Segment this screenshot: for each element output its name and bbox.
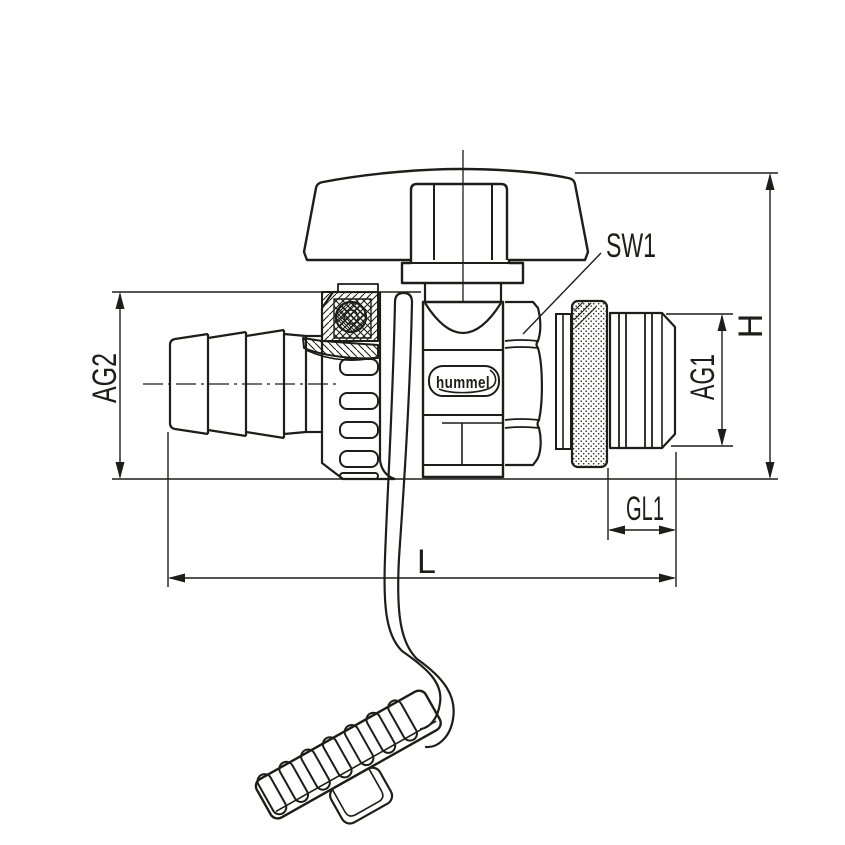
arrowhead-up <box>115 292 125 309</box>
grip-tab-inner <box>331 767 384 817</box>
knob-silhouette <box>302 167 590 285</box>
hose-barb <box>168 328 322 440</box>
seal-lip-curve <box>305 349 378 361</box>
logo-border <box>428 365 500 397</box>
hex-facet-line-1b <box>504 346 539 349</box>
grip-handle <box>254 689 442 825</box>
lever-right-edge <box>397 300 455 749</box>
dimensions <box>112 172 778 587</box>
ball-pocket-arc <box>424 302 502 334</box>
knob-hub <box>409 182 509 260</box>
lever-cap <box>393 291 414 304</box>
dim-h <box>575 172 778 479</box>
sw1-leader-line <box>522 252 602 335</box>
arrowhead-right <box>659 525 676 535</box>
label-l: L <box>417 543 436 581</box>
grip-rib <box>278 760 310 803</box>
hex-facet-line-2b <box>504 426 540 429</box>
hex-nut <box>504 300 543 467</box>
oring-section <box>334 300 368 334</box>
arrowhead-down <box>717 429 727 446</box>
nut-grip-slot <box>339 421 379 439</box>
seal-top-tab <box>337 283 379 293</box>
arrowhead-down <box>115 462 125 479</box>
grip-rib <box>300 748 331 791</box>
logo-swoosh <box>438 369 497 394</box>
arrowhead-left <box>168 573 185 583</box>
nut-grip-slot <box>339 472 379 480</box>
knurled-ring <box>570 299 609 469</box>
logo-text: hummel <box>436 373 490 392</box>
barb-bottom-edge <box>174 427 307 440</box>
barb-left-face <box>168 337 176 431</box>
grip-slab-inner-line <box>275 720 437 813</box>
label-sw1: SW1 <box>606 227 656 265</box>
arrowhead-down <box>765 462 775 479</box>
grip-tab <box>329 766 394 825</box>
arrowhead-up <box>717 314 727 331</box>
hex-facet-line-1a <box>504 339 539 342</box>
drain-lever <box>383 291 455 749</box>
collar <box>555 313 572 450</box>
grip-rib <box>343 723 375 767</box>
label-gl1: GL1 <box>626 490 664 528</box>
arrowhead-up <box>765 173 775 190</box>
dim-gl1 <box>607 452 677 587</box>
grip-rib <box>365 711 397 754</box>
dim-ag1 <box>666 313 733 447</box>
arrowhead-right <box>659 573 676 583</box>
grip-rib <box>387 699 418 742</box>
label-ag1: AG1 <box>684 354 722 400</box>
nut-grip-slot <box>339 358 379 376</box>
nut-grip-slot <box>339 392 379 410</box>
bonnet-neck <box>423 283 503 302</box>
hex-outline <box>505 300 543 467</box>
knurl-outline <box>570 299 609 469</box>
dim-ag2 <box>112 291 421 479</box>
label-h: H <box>732 314 770 339</box>
knurl-corner-hatch <box>573 301 597 329</box>
seal-cross-section <box>302 283 379 361</box>
dimension-labels: SW1 GL1 L H AG1 AG2 <box>86 227 770 581</box>
male-thread <box>608 311 677 450</box>
hex-facet-line-2a <box>504 418 540 421</box>
arrowhead-left <box>608 525 625 535</box>
lever-left-edge <box>383 300 442 731</box>
barb-top-edge <box>174 328 307 341</box>
nut-grip-slot <box>339 450 379 468</box>
grip-rib <box>321 736 353 779</box>
wing-knob <box>302 167 590 285</box>
label-ag2: AG2 <box>86 353 124 403</box>
seal-lip <box>302 337 379 360</box>
grip-rib <box>256 773 288 816</box>
oring-core <box>343 309 359 325</box>
grip-slab <box>254 689 442 820</box>
brand-logo: hummel <box>428 365 500 397</box>
dim-l <box>167 432 676 587</box>
